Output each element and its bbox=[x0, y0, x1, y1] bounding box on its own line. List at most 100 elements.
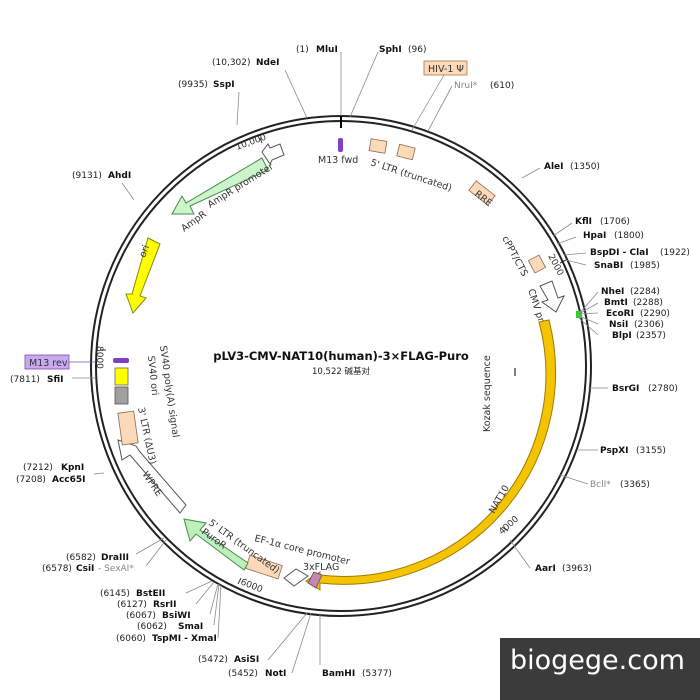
site-pos-snabi: (1985) bbox=[630, 261, 660, 271]
site-leaders bbox=[72, 51, 608, 674]
site-pos-ecori: (2290) bbox=[640, 309, 670, 319]
tick-4000 bbox=[501, 526, 509, 532]
site-name-ecori: EcoRI bbox=[606, 309, 634, 319]
site-pos-noti: (5452) bbox=[228, 669, 258, 679]
ltr5b-box bbox=[245, 554, 283, 580]
site-pos-nhei: (2284) bbox=[630, 287, 660, 297]
site-pos-rsrii: (6127) bbox=[117, 600, 147, 610]
site-name-bamhi: BamHI bbox=[322, 669, 355, 679]
ltr5-box-b bbox=[396, 143, 416, 161]
site-name-aari: AarI bbox=[535, 564, 556, 574]
site-name-bmti: BmtI bbox=[604, 298, 628, 308]
ltr3-box bbox=[117, 410, 139, 446]
site-name-asisi: AsiSI bbox=[234, 655, 259, 665]
site-name-sfii: SfiI bbox=[47, 375, 64, 385]
site-pos-asisi: (5472) bbox=[198, 655, 228, 665]
site-pos-bmti: (2288) bbox=[633, 298, 663, 308]
site-name-kpni: KpnI bbox=[61, 463, 84, 473]
ltr5-box-a bbox=[368, 138, 388, 154]
site-name-alei: AleI bbox=[544, 162, 564, 172]
site-name-smai: SmaI bbox=[178, 622, 203, 632]
m13rev-arrow bbox=[113, 358, 129, 363]
site-name-bcli: BclI* bbox=[590, 480, 611, 490]
ampr-arrow bbox=[171, 157, 269, 215]
tick-10000 bbox=[259, 137, 263, 144]
site-pos-draiii: (6582) bbox=[66, 553, 96, 563]
plasmid-title: pLV3-CMV-NAT10(human)-3×FLAG-Puro bbox=[213, 349, 469, 363]
site-pos-bcli: (3365) bbox=[620, 480, 650, 490]
site-name-sphi: SphI bbox=[379, 45, 402, 55]
ltr5-label: 5' LTR (truncated) bbox=[369, 157, 453, 194]
site-pos-tspmi: (6060) bbox=[116, 634, 146, 644]
plasmid-size: 10,522 碱基对 bbox=[312, 366, 370, 377]
site-pos-sspi: (9935) bbox=[178, 80, 208, 90]
hiv1-label: HIV-1 Ψ bbox=[428, 64, 464, 75]
site-pos-acc65i: (7208) bbox=[16, 475, 46, 485]
m13-fwd-arrow bbox=[338, 138, 343, 152]
cppt-label: cPPT/CTS bbox=[499, 234, 529, 278]
site-name-nsii: NsiI bbox=[609, 320, 628, 330]
site-pos-kfli: (1706) bbox=[600, 217, 630, 227]
m13rev-label: M13 rev bbox=[29, 358, 68, 369]
site-name-csii: CsiI bbox=[76, 564, 94, 574]
site-pos-hpai: (1800) bbox=[614, 231, 644, 241]
site-name-nrui: NruI* bbox=[454, 81, 478, 91]
site-pos-bspdi: (1922) bbox=[660, 248, 690, 258]
site-name-pspxi: PspXI bbox=[600, 446, 629, 456]
site-name-snabi: SnaBI bbox=[594, 261, 623, 271]
tick-label-8000: 8000 bbox=[94, 346, 104, 369]
site-name-ndei: NdeI bbox=[256, 58, 279, 68]
flag-arrow bbox=[307, 571, 323, 589]
site-pos-sfii: (7811) bbox=[10, 375, 40, 385]
hiv1-leader bbox=[411, 74, 445, 131]
ori-label: ori bbox=[137, 244, 152, 259]
puror-arrow bbox=[183, 518, 249, 571]
site-name-nhei: NheI bbox=[601, 287, 624, 297]
site-pos-bsiwi: (6067) bbox=[126, 611, 156, 621]
site-pos-bsteii: (6145) bbox=[100, 589, 130, 599]
rre-box bbox=[468, 180, 496, 206]
flag-label: 3xFLAG bbox=[303, 562, 339, 573]
tick-6000 bbox=[237, 577, 242, 585]
site-pos-smai: (6062) bbox=[137, 622, 167, 632]
site-pos-nsii: (2306) bbox=[634, 320, 664, 330]
site-pos-bsrgi: (2780) bbox=[648, 384, 678, 394]
cppt-box bbox=[527, 254, 547, 274]
site-pos-kpni: (7212) bbox=[23, 463, 53, 473]
site-pos-nrui: (610) bbox=[490, 81, 514, 91]
site-name-blpi: BlpI bbox=[612, 331, 632, 341]
cmv-arrow bbox=[539, 280, 565, 313]
kozak-label: Kozak sequence bbox=[482, 355, 493, 432]
green-site-marker bbox=[576, 311, 582, 318]
site-pos-mlui: (1) bbox=[296, 45, 309, 55]
site-pos-csii: (6578) bbox=[42, 564, 72, 574]
watermark: biogege.com bbox=[500, 638, 700, 700]
site-name-draiii: DraIII bbox=[101, 553, 129, 563]
site-name-bsteii: BstEII bbox=[136, 589, 165, 599]
sv40pa-box bbox=[114, 367, 129, 386]
amprp-arrow bbox=[261, 143, 285, 165]
site-name-bsrgi: BsrGI bbox=[612, 384, 639, 394]
site-pos-blpi: (2357) bbox=[636, 331, 666, 341]
site-name-kfli: KflI bbox=[575, 217, 592, 227]
site-pos-ahdi: (9131) bbox=[72, 171, 102, 181]
site-name-acc65i: Acc65I bbox=[52, 475, 86, 485]
site-name-sspi: SspI bbox=[213, 80, 235, 90]
sv40ori-label: SV40 ori bbox=[145, 355, 160, 396]
site-name-hpai: HpaI bbox=[583, 231, 606, 241]
tick-label-4000: 4000 bbox=[497, 514, 521, 537]
site-pos-ndei: (10,302) bbox=[212, 58, 251, 68]
site-name-noti: NotI bbox=[265, 669, 286, 679]
site-name-bspdi: BspDI - ClaI bbox=[590, 248, 649, 258]
site-name-tspmi: TspMI - XmaI bbox=[152, 634, 217, 644]
site-pos-aari: (3963) bbox=[562, 564, 592, 574]
site-name-rsrii: RsrII bbox=[153, 600, 176, 610]
site-pos-sphi: (96) bbox=[408, 45, 426, 55]
site-pos-bamhi: (5377) bbox=[362, 669, 392, 679]
ori-arrow bbox=[125, 237, 161, 314]
sv40ori-box bbox=[114, 386, 129, 405]
tick-2000 bbox=[559, 259, 567, 264]
site-name-mlui: MluI bbox=[316, 45, 338, 55]
hiv1-box bbox=[423, 60, 468, 76]
